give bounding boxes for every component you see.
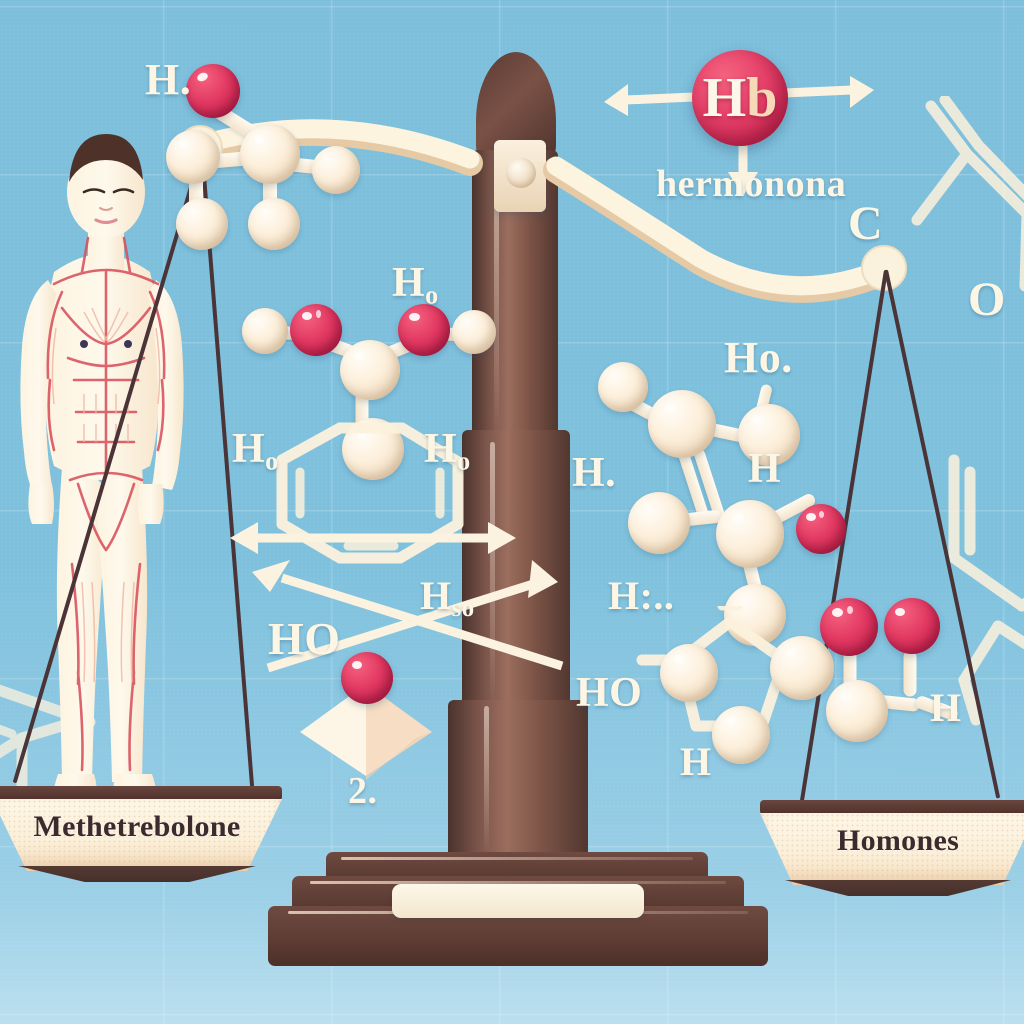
column-lower-shaft [448,700,588,860]
right-pan-label: Homones [836,824,960,857]
left-pan[interactable]: Methetrebolone [0,786,282,884]
atom-carbon [240,124,300,184]
human-anatomy-figure [0,112,222,818]
left-pan-label: Methetrebolone [33,810,241,843]
atom-oxygen [290,304,342,356]
base-plaque [392,884,644,918]
atom-carbon [340,340,400,400]
arrow-diagonal-down-right [246,556,576,686]
atom-carbon [660,644,718,702]
column-mid-shaft [462,430,570,720]
atom-oxygen [884,598,940,654]
label-right-pan-h: H [930,685,962,730]
atom-carbon [648,390,716,458]
label-right-ring-h: H [680,739,712,784]
atom-carbon [716,500,784,568]
right-pan-texture [760,813,1024,885]
atom-oxygen [186,64,240,118]
molecule-right-pan [812,594,992,742]
skeletal-structure-top-right [905,96,1024,316]
atom-carbon [242,308,288,354]
left-pan-rim [0,786,282,801]
atom-carbon [598,362,648,412]
left-pan-texture [0,799,282,871]
pivot-screw [506,158,536,188]
label-h-o-upper: Ho [392,260,439,310]
left-pan-body [0,799,282,871]
hb-caption: hermonona [656,163,847,205]
atom-oxygen-pyramid [341,652,393,704]
molecule-top-left [152,52,372,250]
atom-carbon [738,404,800,466]
atom-carbon [176,198,228,250]
left-pan-underside [18,866,256,882]
label-h-so: Hso [420,573,475,622]
atom-carbon [166,130,220,184]
label-ho-left: Ho [232,426,279,476]
label-right-h: H [748,446,782,492]
atom-carbon [452,310,496,354]
atom-oxygen [398,304,450,356]
label-right-ring-ho: HO [576,670,643,716]
right-pan-body [760,813,1024,885]
atom-carbon [712,706,770,764]
atom-carbon [312,146,360,194]
label-right-h-colon: H:.. [608,573,675,618]
pyramid-shape [296,680,436,780]
molecule-right-upper [594,352,846,652]
label-ho-right: Ho [424,426,471,476]
atom-carbon [628,492,690,554]
right-pan-rim [760,800,1024,815]
skeletal-structure-right-ring [948,430,1024,730]
atom-carbon [770,636,834,700]
label-step-number: 2. [348,770,378,812]
molecule-mid-left [236,300,496,480]
atom-carbon [248,198,300,250]
label-top-left-h: H. [145,55,192,104]
label-right-h-dot: H. [572,450,617,496]
molecule-right-ring-atoms [660,630,840,770]
label-ho-big: HO [268,613,341,664]
label-edge-o: O [968,273,1006,326]
hb-badge[interactable]: Hb [692,50,788,146]
arrow-horizontal-phenol [228,508,518,568]
right-pan-underside [784,880,1012,896]
atom-oxygen [796,504,846,554]
label-edge-c: C [848,197,884,250]
atom-oxygen [820,598,878,656]
label-right-ho-dot: Ho. [724,333,793,382]
right-pan[interactable]: Homones [760,800,1024,898]
atom-carbon [826,680,888,742]
bond [903,650,917,697]
hb-badge-text: Hb [702,67,778,129]
